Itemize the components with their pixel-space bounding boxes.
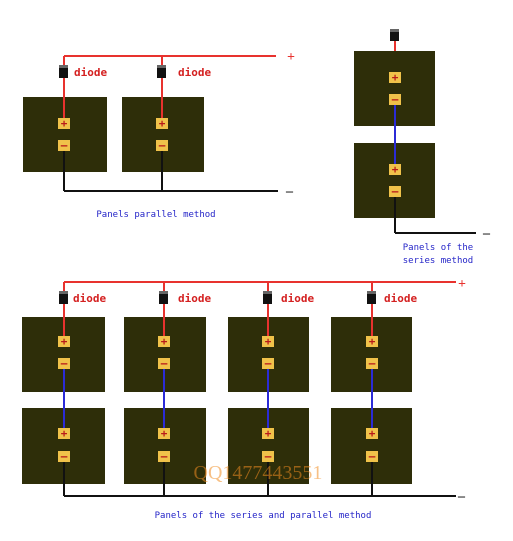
svg-text:+: + <box>61 335 68 348</box>
terminal-icon <box>58 336 70 347</box>
negative-terminal-label: – <box>482 226 491 241</box>
svg-text:–: – <box>392 185 399 198</box>
terminal-icon <box>389 186 401 197</box>
watermark: QQ1477443551 <box>194 462 323 484</box>
diode-icon <box>367 291 376 304</box>
svg-text:–: – <box>265 450 272 463</box>
terminal-icon <box>156 118 168 129</box>
caption-series-line1: Panels of the <box>403 243 473 253</box>
terminal-icon <box>262 336 274 347</box>
svg-text:+: + <box>265 335 272 348</box>
diode-icon <box>59 291 68 304</box>
terminal-icon <box>366 336 378 347</box>
panel-string: diode + – + – <box>228 282 314 496</box>
diode-label: diode <box>73 292 106 305</box>
terminal-icon <box>158 428 170 439</box>
terminal-icon <box>366 358 378 369</box>
svg-text:–: – <box>392 93 399 106</box>
diode-icon <box>390 29 399 41</box>
terminal-icon <box>58 140 70 151</box>
svg-text:–: – <box>161 450 168 463</box>
negative-terminal-label: – <box>285 184 294 199</box>
negative-terminal-label: – <box>457 489 466 504</box>
terminal-icon <box>389 94 401 105</box>
svg-text:+: + <box>61 117 68 130</box>
svg-text:+: + <box>369 335 376 348</box>
terminal-icon <box>389 72 401 83</box>
caption-series-line2: series method <box>403 256 473 266</box>
svg-text:+: + <box>159 117 166 130</box>
terminal-icon <box>58 428 70 439</box>
terminal-icon <box>366 451 378 462</box>
svg-text:+: + <box>265 427 272 440</box>
caption-series-parallel: Panels of the series and parallel method <box>155 511 372 521</box>
terminal-icon <box>262 358 274 369</box>
diode-label: diode <box>178 66 211 79</box>
panel-string: diode + – + – <box>124 282 211 496</box>
positive-terminal-label: + <box>458 277 466 292</box>
terminal-icon <box>158 358 170 369</box>
svg-text:+: + <box>369 427 376 440</box>
diode-label: diode <box>281 292 314 305</box>
terminal-icon <box>58 118 70 129</box>
series-parallel-diagram: + – diode + – + – diode <box>22 277 466 521</box>
svg-text:–: – <box>369 450 376 463</box>
svg-text:–: – <box>369 357 376 370</box>
positive-terminal-label: + <box>287 50 295 65</box>
svg-text:+: + <box>161 335 168 348</box>
terminal-icon <box>158 451 170 462</box>
diode-icon <box>263 291 272 304</box>
terminal-icon <box>156 140 168 151</box>
terminal-icon <box>389 164 401 175</box>
diode-icon <box>157 65 166 78</box>
panel-string: diode + – + – <box>331 282 417 496</box>
terminal-icon <box>262 451 274 462</box>
svg-text:–: – <box>159 139 166 152</box>
parallel-diagram: + diode diode + – + – – Panels parallel … <box>23 50 295 220</box>
series-diagram: + – + – – Panels of the series method <box>354 29 491 266</box>
terminal-icon <box>262 428 274 439</box>
diode-label: diode <box>384 292 417 305</box>
diode-label: diode <box>74 66 107 79</box>
svg-text:+: + <box>392 71 399 84</box>
svg-text:–: – <box>61 357 68 370</box>
panel-string: diode + – + – <box>22 282 106 496</box>
svg-text:+: + <box>392 163 399 176</box>
svg-text:–: – <box>161 357 168 370</box>
diode-icon <box>159 291 168 304</box>
svg-text:–: – <box>61 450 68 463</box>
svg-text:–: – <box>61 139 68 152</box>
diode-label: diode <box>178 292 211 305</box>
svg-text:+: + <box>161 427 168 440</box>
caption-parallel: Panels parallel method <box>96 210 215 220</box>
terminal-icon <box>158 336 170 347</box>
svg-text:+: + <box>61 427 68 440</box>
terminal-icon <box>366 428 378 439</box>
diode-icon <box>59 65 68 78</box>
terminal-icon <box>58 451 70 462</box>
terminal-icon <box>58 358 70 369</box>
svg-text:–: – <box>265 357 272 370</box>
